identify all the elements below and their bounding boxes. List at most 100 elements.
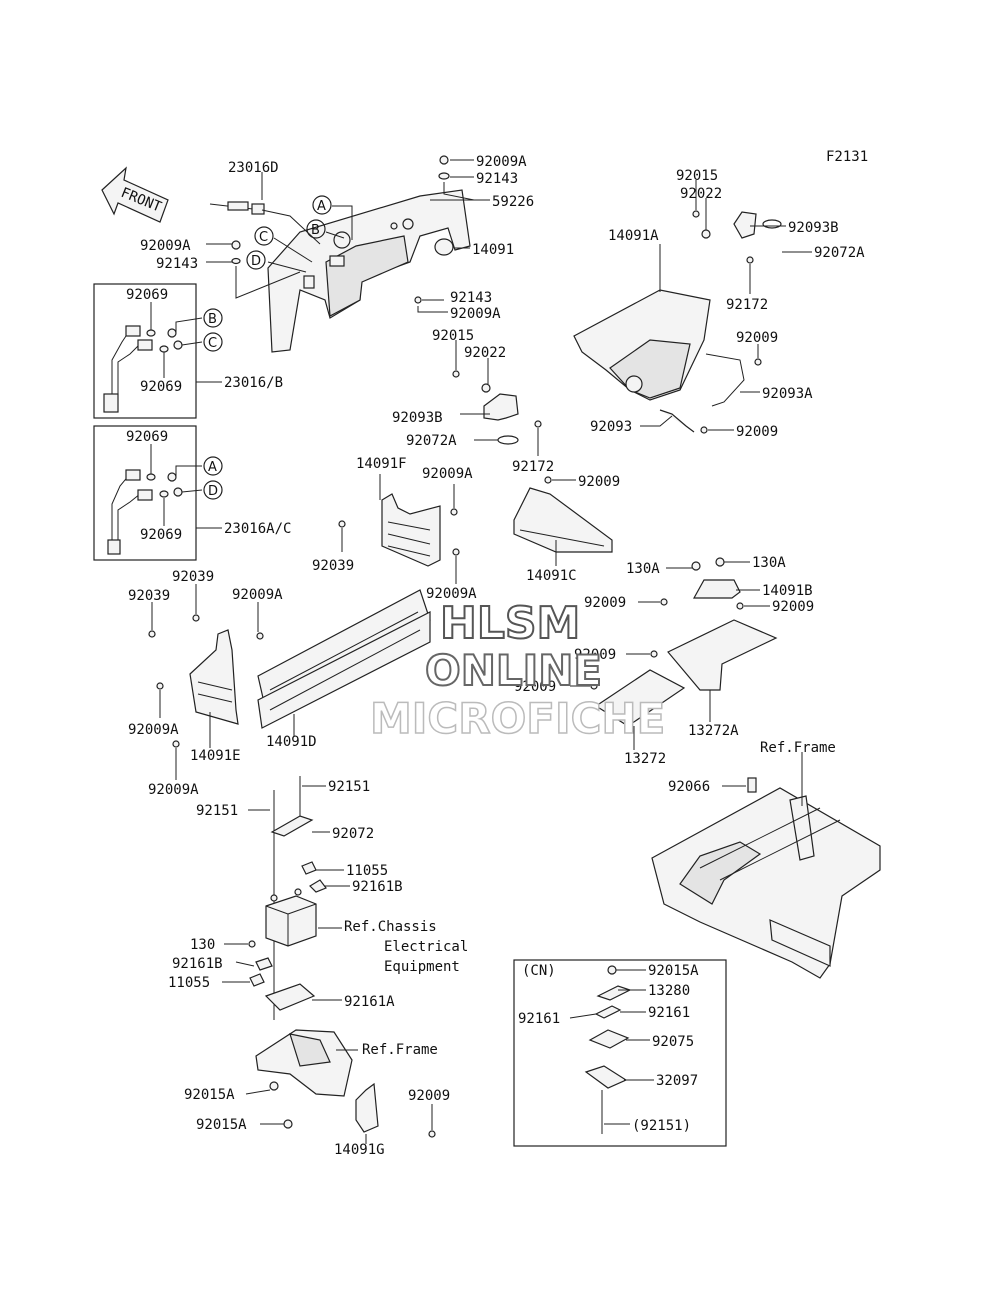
ref-frame-right: Ref.Frame bbox=[760, 740, 836, 756]
cn-title: (CN) bbox=[522, 963, 556, 979]
label-92022-mid: 92022 bbox=[464, 345, 506, 361]
label-11055-b: 11055 bbox=[168, 975, 210, 991]
label-130A-2: 130A bbox=[752, 555, 786, 571]
watermark-line-3: MICROFICHE bbox=[369, 693, 666, 744]
leaders-battery bbox=[222, 785, 433, 1144]
plate-13272-shape bbox=[590, 669, 686, 727]
label-92072A-mid: 92072A bbox=[406, 433, 457, 449]
label-92009-b2: 92009 bbox=[772, 599, 814, 615]
label-13272A: 13272A bbox=[688, 723, 739, 739]
label-130A-1: 130A bbox=[626, 561, 660, 577]
bracket-92093B-mid-shape bbox=[452, 370, 542, 445]
label-92093A: 92093A bbox=[762, 386, 813, 402]
frame-shape bbox=[651, 777, 881, 979]
label-23016D: 23016D bbox=[228, 160, 279, 176]
label-14091E: 14091E bbox=[190, 748, 241, 764]
leaders-panels bbox=[151, 474, 457, 780]
label-92009A-left: 92009A bbox=[140, 238, 191, 254]
label-92093B-r: 92093B bbox=[788, 220, 839, 236]
box-23016B bbox=[93, 283, 197, 419]
watermark-line-1: HLSM bbox=[439, 597, 581, 650]
label-92015-mid: 92015 bbox=[432, 328, 474, 344]
bolt-92143-mid bbox=[414, 296, 422, 304]
label-92172-r: 92172 bbox=[726, 297, 768, 313]
label-92009-b1: 92009 bbox=[584, 595, 626, 611]
svg-text:A: A bbox=[317, 199, 326, 214]
battery-area-shape bbox=[248, 776, 436, 1138]
label-ref-chassis-2: Electrical bbox=[384, 939, 468, 955]
plate-13272A-shape bbox=[650, 619, 778, 691]
label-92009-r2: 92009 bbox=[736, 424, 778, 440]
cn-label-13280: 13280 bbox=[648, 983, 690, 999]
leaders-top bbox=[206, 159, 490, 313]
svg-text:C: C bbox=[259, 230, 268, 245]
label-14091G: 14091G bbox=[334, 1142, 385, 1158]
label-92143-top: 92143 bbox=[476, 171, 518, 187]
callout-b-top: B bbox=[306, 219, 326, 239]
label-92022-r: 92022 bbox=[680, 186, 722, 202]
label-14091D: 14091D bbox=[266, 734, 317, 750]
front-arrow-icon: FRONT bbox=[101, 166, 169, 223]
dash-panel-shape bbox=[267, 189, 471, 353]
label-13272: 13272 bbox=[624, 751, 666, 767]
leaders-top-right bbox=[640, 180, 812, 431]
label-14091: 14091 bbox=[472, 242, 514, 258]
label-92151-a: 92151 bbox=[328, 779, 370, 795]
label-ref-chassis-1: Ref.Chassis bbox=[344, 919, 437, 935]
cn-label-92151: (92151) bbox=[632, 1118, 691, 1134]
washer-92143-left bbox=[231, 257, 241, 265]
label-14091B: 14091B bbox=[762, 583, 813, 599]
label-92151-b: 92151 bbox=[196, 803, 238, 819]
label-92066: 92066 bbox=[668, 779, 710, 795]
label-14091A: 14091A bbox=[608, 228, 659, 244]
bolt-92009A-top bbox=[439, 155, 449, 165]
panel-14091E-shape bbox=[148, 614, 239, 748]
cn-label-92161-left: 92161 bbox=[518, 1011, 560, 1027]
callout-d-top: D bbox=[246, 250, 266, 270]
cn-label-32097: 32097 bbox=[656, 1073, 698, 1089]
label-92069-c1: 92069 bbox=[126, 429, 168, 445]
svg-text:B: B bbox=[311, 223, 320, 238]
label-92143-left: 92143 bbox=[156, 256, 198, 272]
callout-c-top: C bbox=[254, 226, 274, 246]
label-92161B-a: 92161B bbox=[352, 879, 403, 895]
svg-text:B: B bbox=[208, 312, 217, 327]
label-92039-c: 92039 bbox=[128, 588, 170, 604]
leaders-cn bbox=[569, 969, 654, 1125]
label-92009A-e2: 92009A bbox=[148, 782, 199, 798]
cn-label-92015A: 92015A bbox=[648, 963, 699, 979]
label-92009-r1: 92009 bbox=[736, 330, 778, 346]
label-11055-a: 11055 bbox=[346, 863, 388, 879]
label-92015-r: 92015 bbox=[676, 168, 718, 184]
callout-c-left: C bbox=[203, 332, 223, 352]
label-130: 130 bbox=[190, 937, 215, 953]
label-92009A-mid: 92009A bbox=[450, 306, 501, 322]
cn-label-92075: 92075 bbox=[652, 1034, 694, 1050]
label-92009A-f2: 92009A bbox=[426, 586, 477, 602]
watermark-line-2: ONLINE bbox=[424, 645, 603, 696]
label-92069-c2: 92069 bbox=[140, 527, 182, 543]
label-92009-b3: 92009 bbox=[574, 647, 616, 663]
bolt-92009A-left bbox=[231, 240, 241, 250]
cover-14091F-shape bbox=[338, 493, 460, 567]
harness-23016B-shape bbox=[103, 325, 183, 413]
leaders-frame bbox=[722, 752, 803, 806]
callout-d-left: D bbox=[203, 480, 223, 500]
leaders-23016B bbox=[150, 302, 222, 383]
label-92093: 92093 bbox=[590, 419, 632, 435]
label-92009-b4: 92009 bbox=[514, 679, 556, 695]
harness-23016AC-shape bbox=[107, 469, 183, 555]
plate-14091B-shape bbox=[660, 557, 744, 610]
label-92143-mid: 92143 bbox=[450, 290, 492, 306]
svg-text:A: A bbox=[208, 460, 217, 475]
label-92161B-b: 92161B bbox=[172, 956, 223, 972]
label-92161A: 92161A bbox=[344, 994, 395, 1010]
label-92172-mid: 92172 bbox=[512, 459, 554, 475]
label-92015A-a: 92015A bbox=[184, 1087, 235, 1103]
label-92069-b1: 92069 bbox=[126, 287, 168, 303]
label-92015A-b: 92015A bbox=[196, 1117, 247, 1133]
label-92009A-f: 92009A bbox=[422, 466, 473, 482]
cn-parts-shape bbox=[584, 965, 632, 1134]
label-14091F: 14091F bbox=[356, 456, 407, 472]
